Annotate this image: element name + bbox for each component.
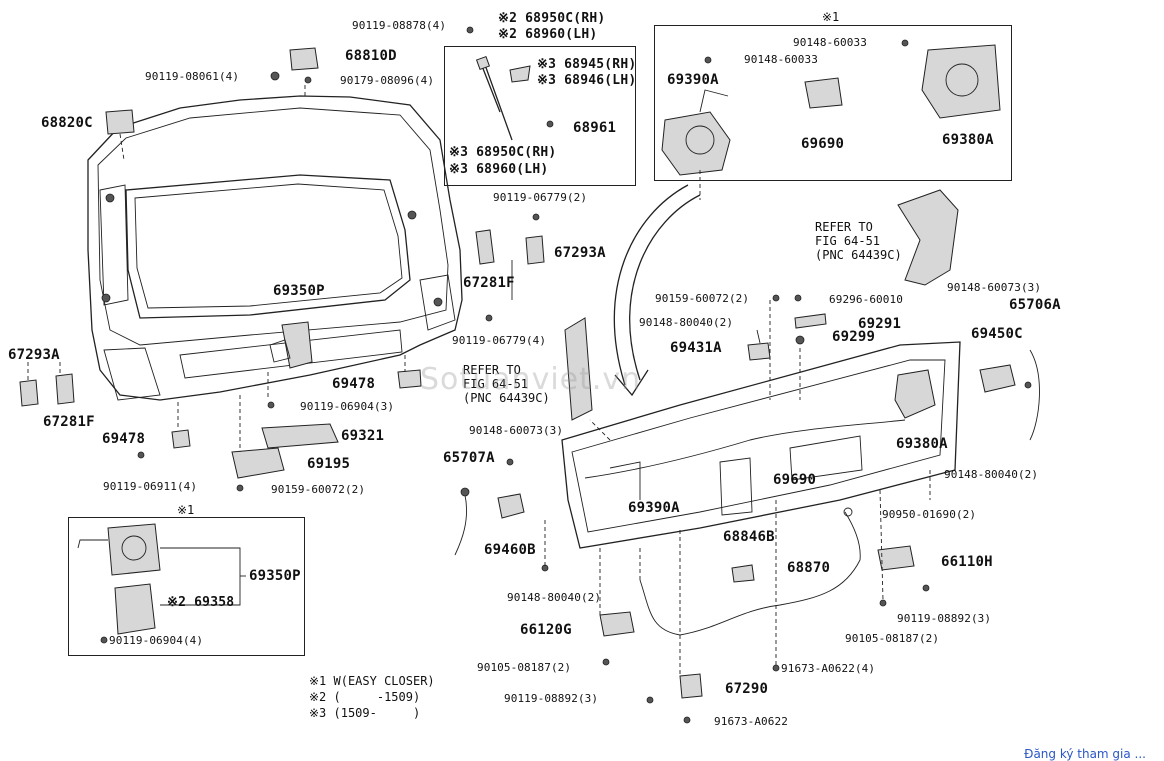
- part-label: 69296-60010: [829, 293, 903, 306]
- part-label: 90119-08892(3): [897, 612, 992, 625]
- part-label: 69690: [773, 472, 817, 488]
- part-label: ※3 68945(RH): [537, 57, 637, 72]
- part-label: 69321: [341, 428, 385, 444]
- watermark: Sotuanviet.vn: [420, 362, 642, 397]
- part-label: 68961: [573, 120, 617, 136]
- part-label: 67293A: [8, 347, 60, 363]
- part-label: 90105-08187(2): [845, 632, 940, 645]
- box-mark-top-right: ※1: [822, 10, 840, 24]
- part-label: 91673-A0622: [714, 715, 788, 728]
- part-label: 67281F: [43, 414, 95, 430]
- closer-motor-69390a: [661, 111, 731, 176]
- part-label: 69450C: [971, 326, 1023, 342]
- part-label: ※3 68960(LH): [449, 162, 549, 177]
- part-label: 90119-06904(3): [300, 400, 395, 413]
- gas-spring-box: [444, 46, 636, 186]
- part-label: 69460B: [484, 542, 536, 558]
- part-label: 90148-60073(3): [947, 281, 1042, 294]
- clip-68820c: [105, 109, 135, 135]
- part-label: 90148-80040(2): [639, 316, 734, 329]
- wire-harness: [584, 419, 906, 479]
- part-label: ※3 68950C(RH): [449, 145, 557, 160]
- footnote-3: ※3 (1509- ): [309, 706, 421, 720]
- gas-spring-68950c: [483, 61, 513, 141]
- refer-note-a: FIG 64-51: [815, 234, 881, 248]
- part-label: 90159-60072(2): [655, 292, 750, 305]
- closer-motor-69380a-top: [921, 44, 1001, 119]
- part-label: 69291: [858, 316, 902, 332]
- assembly-arrow: [629, 194, 701, 381]
- footnote-easy-closer: ※1 W(EASY CLOSER): [309, 674, 435, 688]
- part-label: 69690: [801, 136, 845, 152]
- part-label: 67293A: [554, 245, 606, 261]
- part-label: 68870: [787, 560, 831, 576]
- part-label: ※2 69358: [167, 595, 235, 610]
- part-label: 90105-08187(2): [477, 661, 572, 674]
- part-label: 90119-06779(2): [493, 191, 588, 204]
- part-label: 90119-06904(4): [109, 634, 204, 647]
- part-label: 69478: [102, 431, 146, 447]
- part-label: 66120G: [520, 622, 572, 638]
- part-label: ※2 68950C(RH): [498, 11, 606, 26]
- part-label: 90119-06911(4): [103, 480, 198, 493]
- bracket-69358: [114, 583, 156, 635]
- part-label: 69350P: [273, 283, 325, 299]
- part-label: 69350P: [249, 568, 301, 584]
- part-label: 90119-06779(4): [452, 334, 547, 347]
- part-label: 69195: [307, 456, 351, 472]
- part-label: 90119-08061(4): [145, 70, 240, 83]
- part-label: 69478: [332, 376, 376, 392]
- part-label: 69431A: [670, 340, 722, 356]
- part-label: 91673-A0622(4): [781, 662, 876, 675]
- part-label: 67281F: [463, 275, 515, 291]
- refer-note-a: (PNC 64439C): [815, 248, 902, 262]
- footer-link[interactable]: Đăng ký tham gia ...: [1020, 747, 1150, 761]
- back-door-outer-panel: [87, 95, 463, 401]
- footnote-2: ※2 ( -1509): [309, 690, 421, 704]
- clip-68810d: [289, 47, 319, 71]
- part-label: ※2 68960(LH): [498, 27, 598, 42]
- part-label: 90148-60073(3): [469, 424, 564, 437]
- part-label: 68846B: [723, 529, 775, 545]
- part-label: 90148-80040(2): [944, 468, 1039, 481]
- part-label: 65706A: [1009, 297, 1061, 313]
- part-label: 90119-08878(4): [352, 19, 447, 32]
- part-label: 90950-01690(2): [882, 508, 977, 521]
- back-door-inner-trim: [561, 341, 961, 549]
- part-label: 90148-60033: [744, 53, 818, 66]
- handle-69321: [261, 423, 339, 449]
- part-label: 90148-60033: [793, 36, 867, 49]
- refer-note-b: (PNC 64439C): [463, 391, 550, 405]
- part-label: 69390A: [628, 500, 680, 516]
- easy-closer-lock-box: [68, 517, 305, 656]
- part-label: 68820C: [41, 115, 93, 131]
- part-label: 67290: [725, 681, 769, 697]
- box-mark-bottom-left: ※1: [177, 503, 195, 517]
- closer-motor-box: [107, 523, 161, 576]
- cable-68870: [639, 511, 861, 636]
- part-label: 90148-80040(2): [507, 591, 602, 604]
- part-label: 69299: [832, 329, 876, 345]
- part-label: 69390A: [667, 72, 719, 88]
- part-label: ※3 68946(LH): [537, 73, 637, 88]
- closer-motor-69380a-bottom: [894, 369, 936, 419]
- part-label: 65707A: [443, 450, 495, 466]
- part-label: 69380A: [896, 436, 948, 452]
- refer-note-b: REFER TO: [463, 363, 521, 377]
- easy-closer-top-box: [654, 25, 1012, 181]
- bracket-69690-top: [804, 77, 843, 109]
- part-label: 68810D: [345, 48, 397, 64]
- part-label: 90179-08096(4): [340, 74, 435, 87]
- handle-69195: [231, 447, 285, 479]
- part-label: 90159-60072(2): [271, 483, 366, 496]
- refer-note-a: REFER TO: [815, 220, 873, 234]
- refer-note-b: FIG 64-51: [463, 377, 529, 391]
- back-door-glass-opening: [125, 174, 411, 319]
- part-label: 90119-08892(3): [504, 692, 599, 705]
- part-label: 69380A: [942, 132, 994, 148]
- part-label: 66110H: [941, 554, 993, 570]
